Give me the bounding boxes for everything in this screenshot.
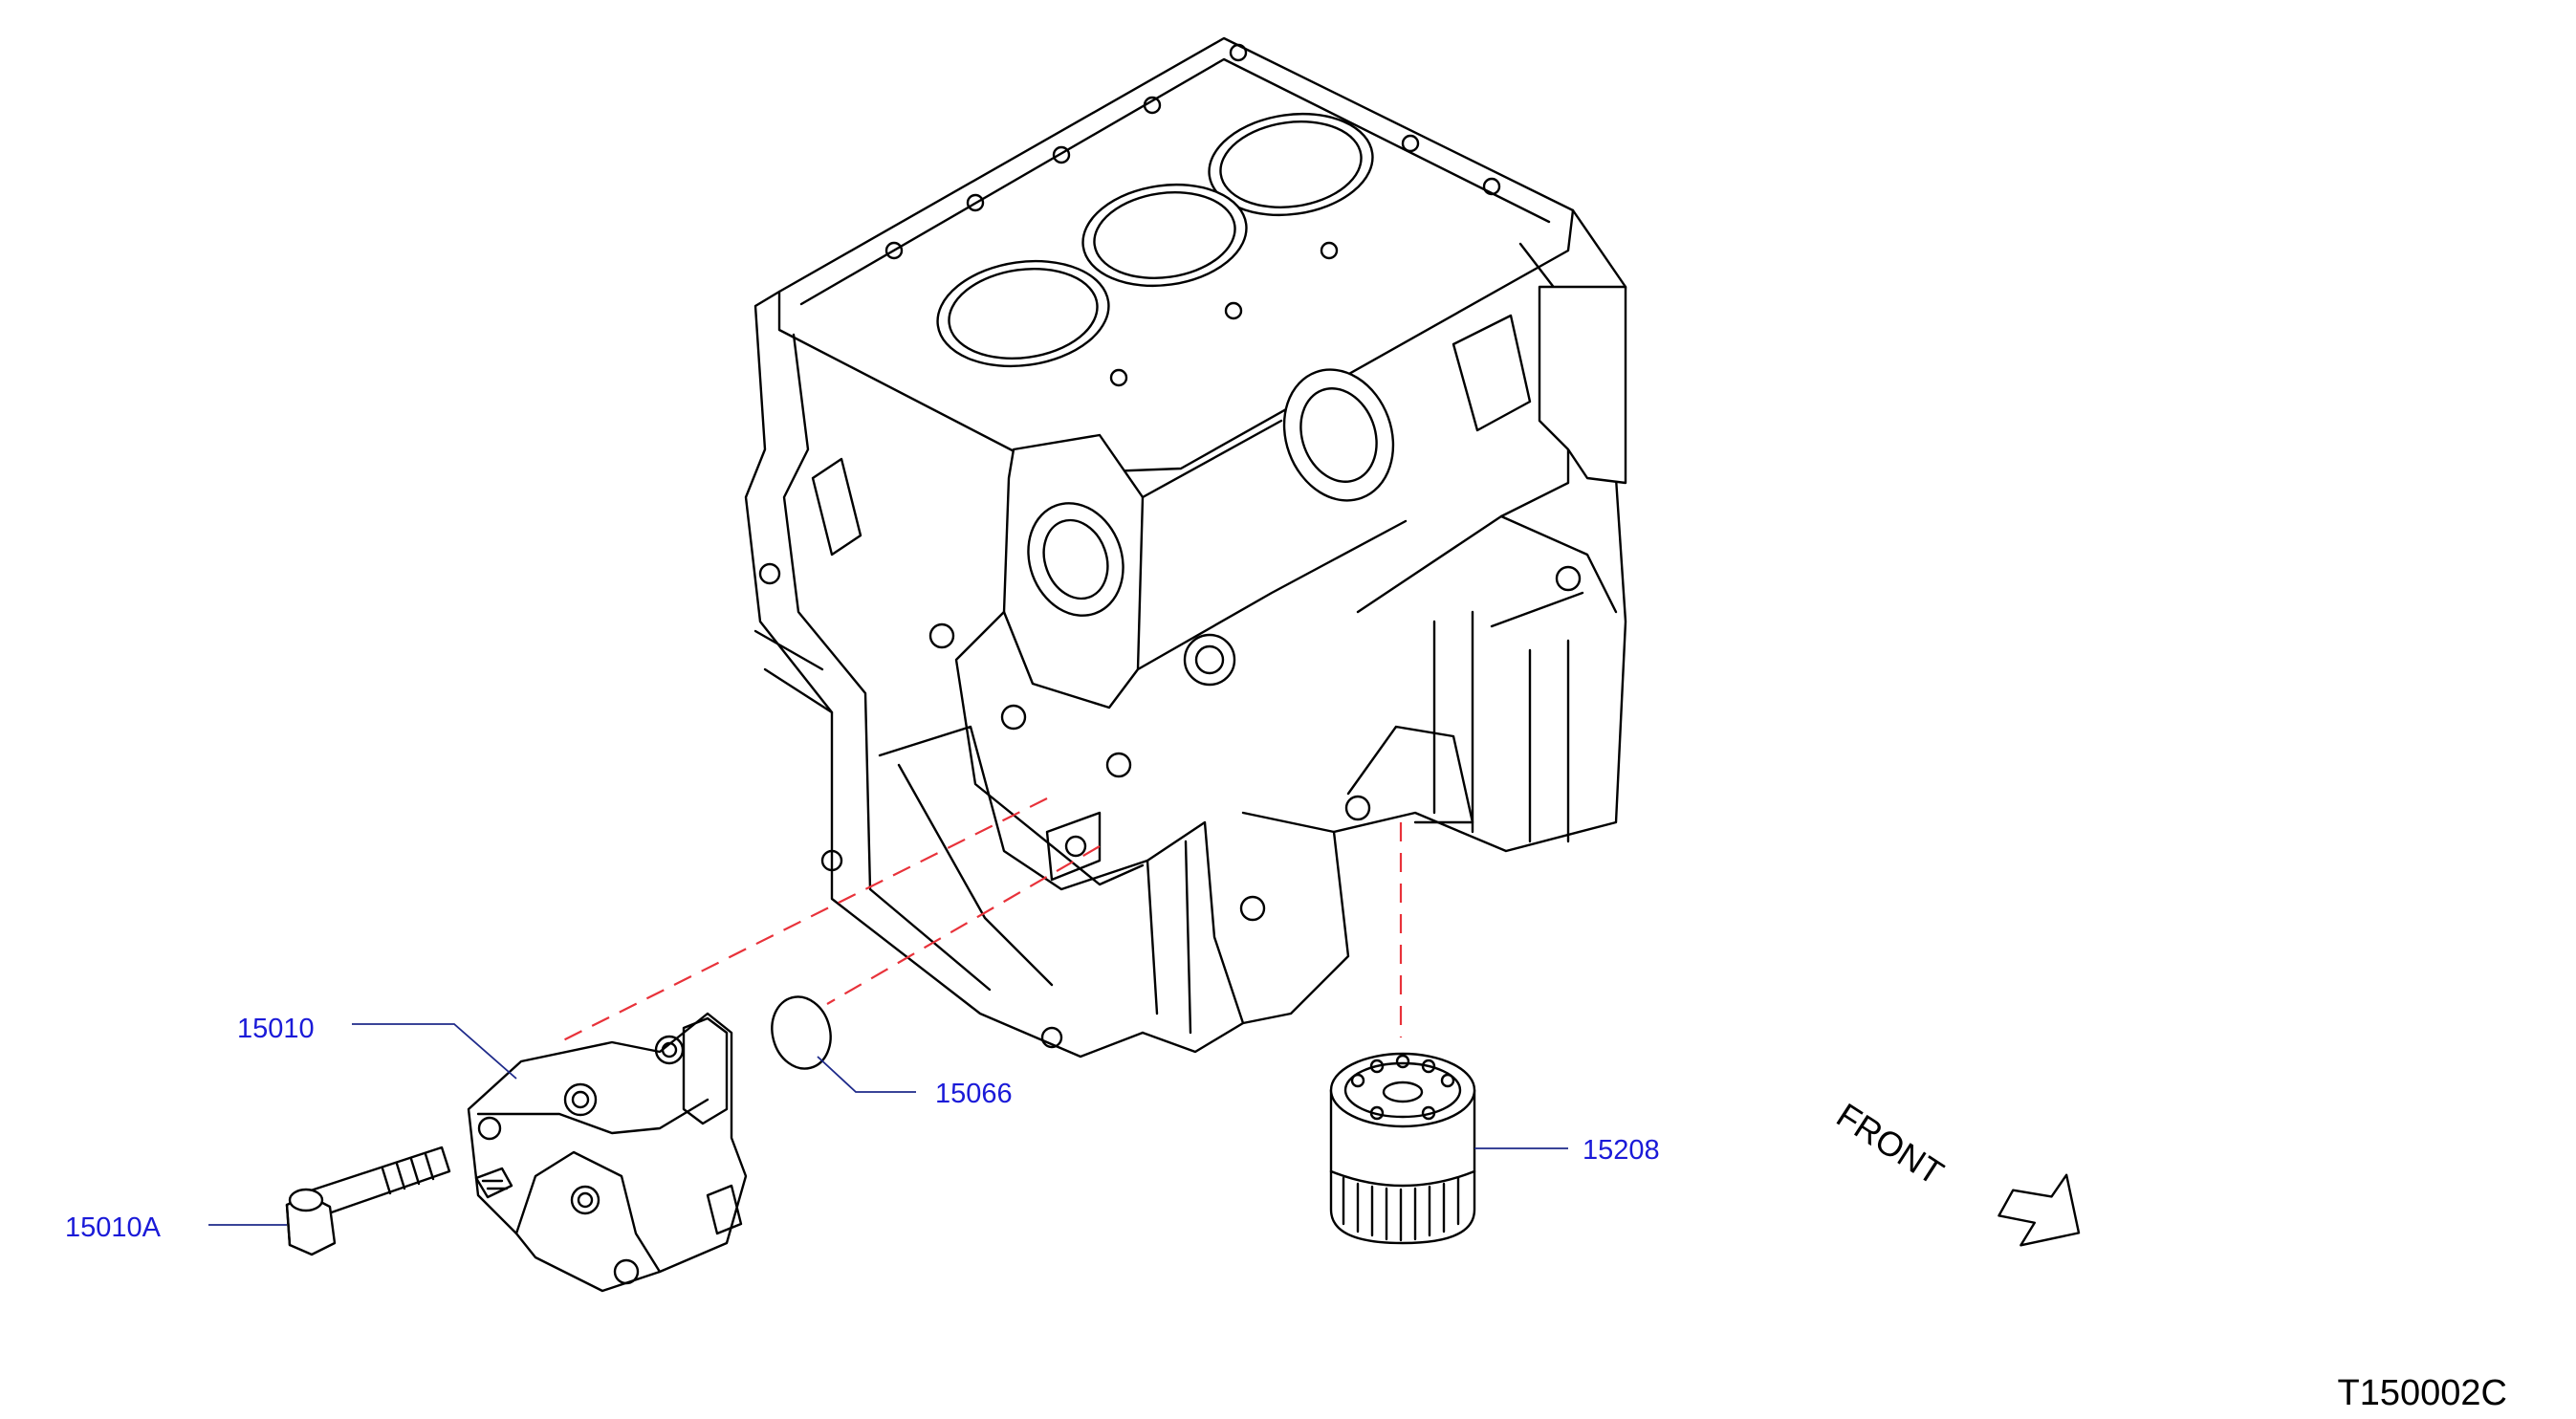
- front-label: FRONT: [1830, 1095, 1951, 1192]
- front-arrow-icon: [1997, 1173, 2081, 1247]
- label-oil-pump-bolt: 15010A: [65, 1212, 162, 1243]
- oil-pump-assembly: [467, 1012, 748, 1293]
- cylinder-block: [744, 36, 1627, 1059]
- label-oil-filter: 15208: [1583, 1135, 1660, 1166]
- label-oil-pump: 15010: [237, 1014, 315, 1044]
- illustration-code: T150002C: [2338, 1373, 2507, 1413]
- alignment-lines: [558, 797, 1403, 1043]
- leader-lines: [208, 1023, 1568, 1226]
- gasket: [771, 995, 832, 1070]
- label-gasket: 15066: [935, 1079, 1013, 1109]
- oil-filter: [1329, 1052, 1476, 1245]
- oil-pump-bolt: [285, 1146, 451, 1256]
